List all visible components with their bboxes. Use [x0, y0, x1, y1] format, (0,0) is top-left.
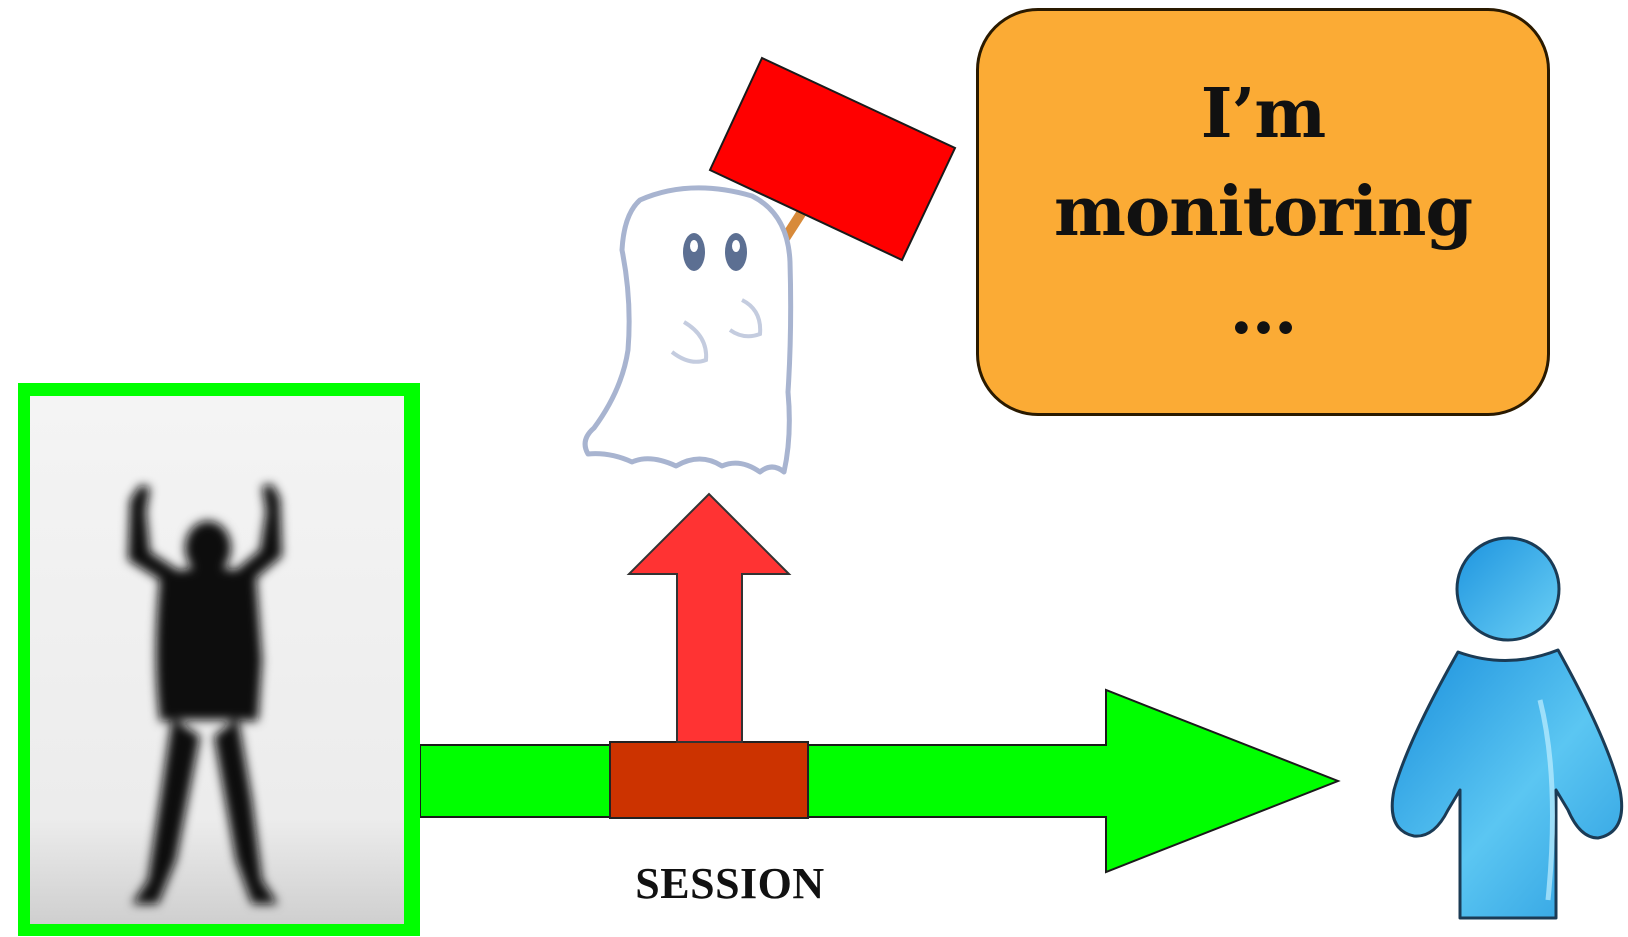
user-icon	[1390, 536, 1624, 920]
bubble-line-2: monitoring	[1054, 172, 1473, 252]
silhouette-icon	[128, 484, 282, 904]
session-label: SESSION	[635, 859, 825, 908]
ghost-flag-icon	[582, 56, 957, 475]
session-arrow	[419, 688, 1341, 874]
bubble-line-1: I’m	[1200, 74, 1326, 154]
speech-bubble: I’m monitoring …	[976, 8, 1550, 416]
session-block	[609, 741, 809, 819]
up-arrow	[626, 492, 792, 743]
attacker-photo	[18, 383, 420, 936]
bubble-line-3: …	[1229, 270, 1298, 350]
